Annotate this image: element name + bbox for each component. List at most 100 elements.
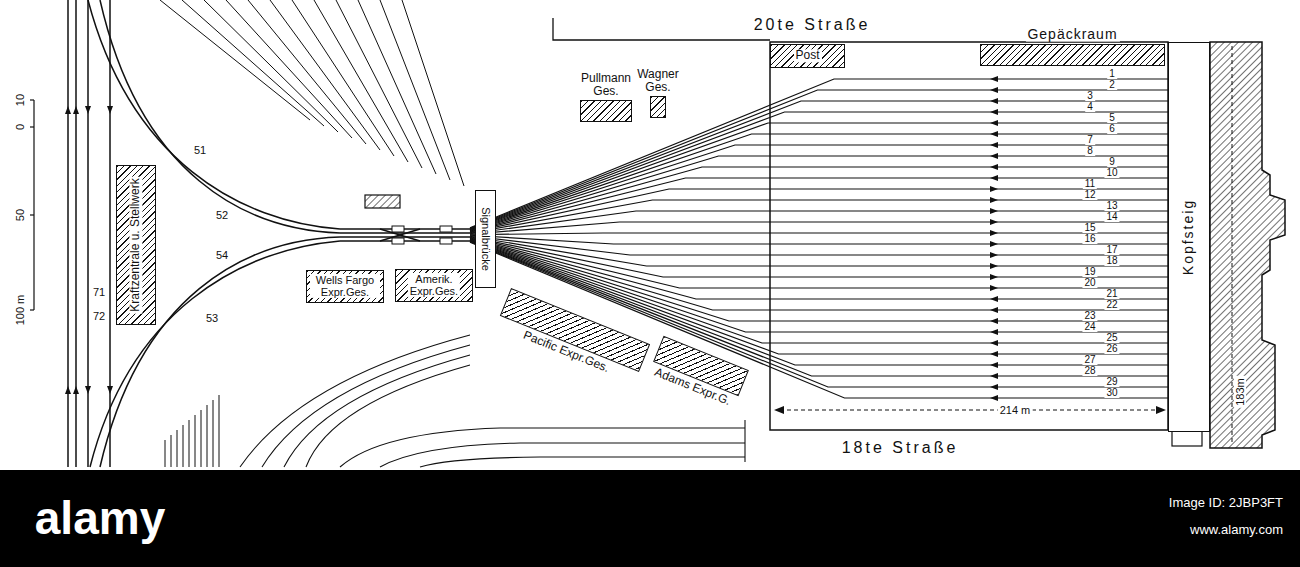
track-line xyxy=(470,241,1168,376)
dimension-label: 214 m xyxy=(998,404,1033,416)
main-track xyxy=(75,0,77,467)
scale-tick xyxy=(30,214,34,215)
small-building xyxy=(365,195,400,208)
track-number: 29 xyxy=(1104,377,1119,387)
track-number: 27 xyxy=(1082,355,1097,365)
track-line xyxy=(470,178,1168,232)
siding-stub xyxy=(207,405,208,467)
track-line xyxy=(470,235,1168,244)
scale-label: 50 xyxy=(14,207,26,223)
building-label: Wagner Ges. xyxy=(635,68,681,94)
track-number: 8 xyxy=(1085,146,1095,156)
track-number: 6 xyxy=(1107,124,1117,134)
track-arrows xyxy=(990,76,998,401)
track-number: 2 xyxy=(1107,80,1117,90)
scale-tick xyxy=(30,99,34,100)
track-number: 1 xyxy=(1107,69,1117,79)
track-arrow xyxy=(990,241,998,247)
track-number: 21 xyxy=(1104,289,1119,299)
track-arrow xyxy=(990,87,998,93)
yard-line xyxy=(744,420,745,462)
yard-line xyxy=(160,0,310,120)
track-line xyxy=(470,211,1168,234)
siding-stub xyxy=(219,395,220,467)
track-number: 28 xyxy=(1082,366,1097,376)
siding-stub xyxy=(201,410,202,467)
main-track xyxy=(67,0,69,467)
yard-line xyxy=(240,335,470,467)
track-arrow xyxy=(990,373,998,379)
track-arrow xyxy=(990,175,998,181)
track-arrow xyxy=(990,263,998,269)
signal xyxy=(392,238,404,244)
scale-label: 100 m xyxy=(14,293,26,328)
siding-stub xyxy=(171,435,172,467)
track-arrow xyxy=(990,197,998,203)
track-number: 11 xyxy=(1083,179,1097,189)
track-number: 26 xyxy=(1104,344,1119,354)
signal xyxy=(440,238,452,244)
track-arrow xyxy=(990,131,998,137)
power-station: Kraftzentrale u. Stellwerk xyxy=(116,165,156,325)
signal-bridge: Signalbrücke xyxy=(475,190,496,288)
track-line xyxy=(470,242,1168,398)
siding-stub xyxy=(177,430,178,467)
track-line xyxy=(470,222,1168,234)
scale-label: 10 xyxy=(14,92,26,108)
track-number: 30 xyxy=(1104,388,1119,398)
line-number: 72 xyxy=(91,310,107,322)
building-label: Signalbrücke xyxy=(479,205,491,273)
yard-line xyxy=(270,0,380,150)
yard-line xyxy=(306,365,470,467)
building-label: Adams Expr.G. xyxy=(651,365,734,409)
yard-line xyxy=(262,345,470,467)
direction-arrow xyxy=(85,386,91,394)
yard-line xyxy=(340,428,745,467)
track-number: 5 xyxy=(1107,113,1117,123)
yard-line xyxy=(380,0,450,180)
building-label: Kopfsteig xyxy=(1181,197,1196,277)
yard-line xyxy=(284,355,470,467)
exit-block xyxy=(1172,430,1202,446)
track-arrow xyxy=(990,219,998,225)
track-arrow xyxy=(990,395,998,401)
track-arrow xyxy=(990,230,998,236)
track-line xyxy=(470,236,1168,266)
track-arrow xyxy=(990,274,998,280)
track-arrow xyxy=(990,318,998,324)
track-number: 12 xyxy=(1082,190,1097,200)
company-building: Pullmann Ges. xyxy=(580,100,632,122)
track-arrow xyxy=(990,208,998,214)
track-number: 25 xyxy=(1104,333,1119,343)
boundary-line xyxy=(553,18,770,40)
track-line xyxy=(470,145,1168,231)
track-number: 19 xyxy=(1082,267,1097,277)
line-number: 51 xyxy=(192,144,208,156)
scale-label: 0 xyxy=(14,122,26,132)
siding-stub xyxy=(165,440,166,467)
track-arrow xyxy=(990,186,998,192)
main-track xyxy=(87,0,89,467)
express-building: Amerik. Expr.Ges. xyxy=(395,269,473,302)
track-line xyxy=(470,242,1168,387)
line-number: 71 xyxy=(91,286,107,298)
dimension-label: 183m xyxy=(1234,376,1246,408)
direction-arrow xyxy=(65,106,71,114)
line-number: 52 xyxy=(214,209,230,221)
track-arrow xyxy=(990,285,998,291)
track-line xyxy=(470,239,1168,321)
express-building: Adams Expr.G. xyxy=(653,336,749,396)
track-number: 10 xyxy=(1104,168,1119,178)
black-band xyxy=(0,470,1300,567)
track-arrow xyxy=(990,252,998,258)
street-name: 18te Straße xyxy=(840,439,961,457)
yard-line xyxy=(292,0,394,156)
main-line xyxy=(65,0,470,467)
post-building: Post xyxy=(770,44,845,68)
siding-stub xyxy=(183,425,184,467)
yard-line xyxy=(380,443,745,467)
station-hall xyxy=(770,42,1168,430)
yard-line xyxy=(420,457,745,467)
track-line xyxy=(470,90,1168,228)
